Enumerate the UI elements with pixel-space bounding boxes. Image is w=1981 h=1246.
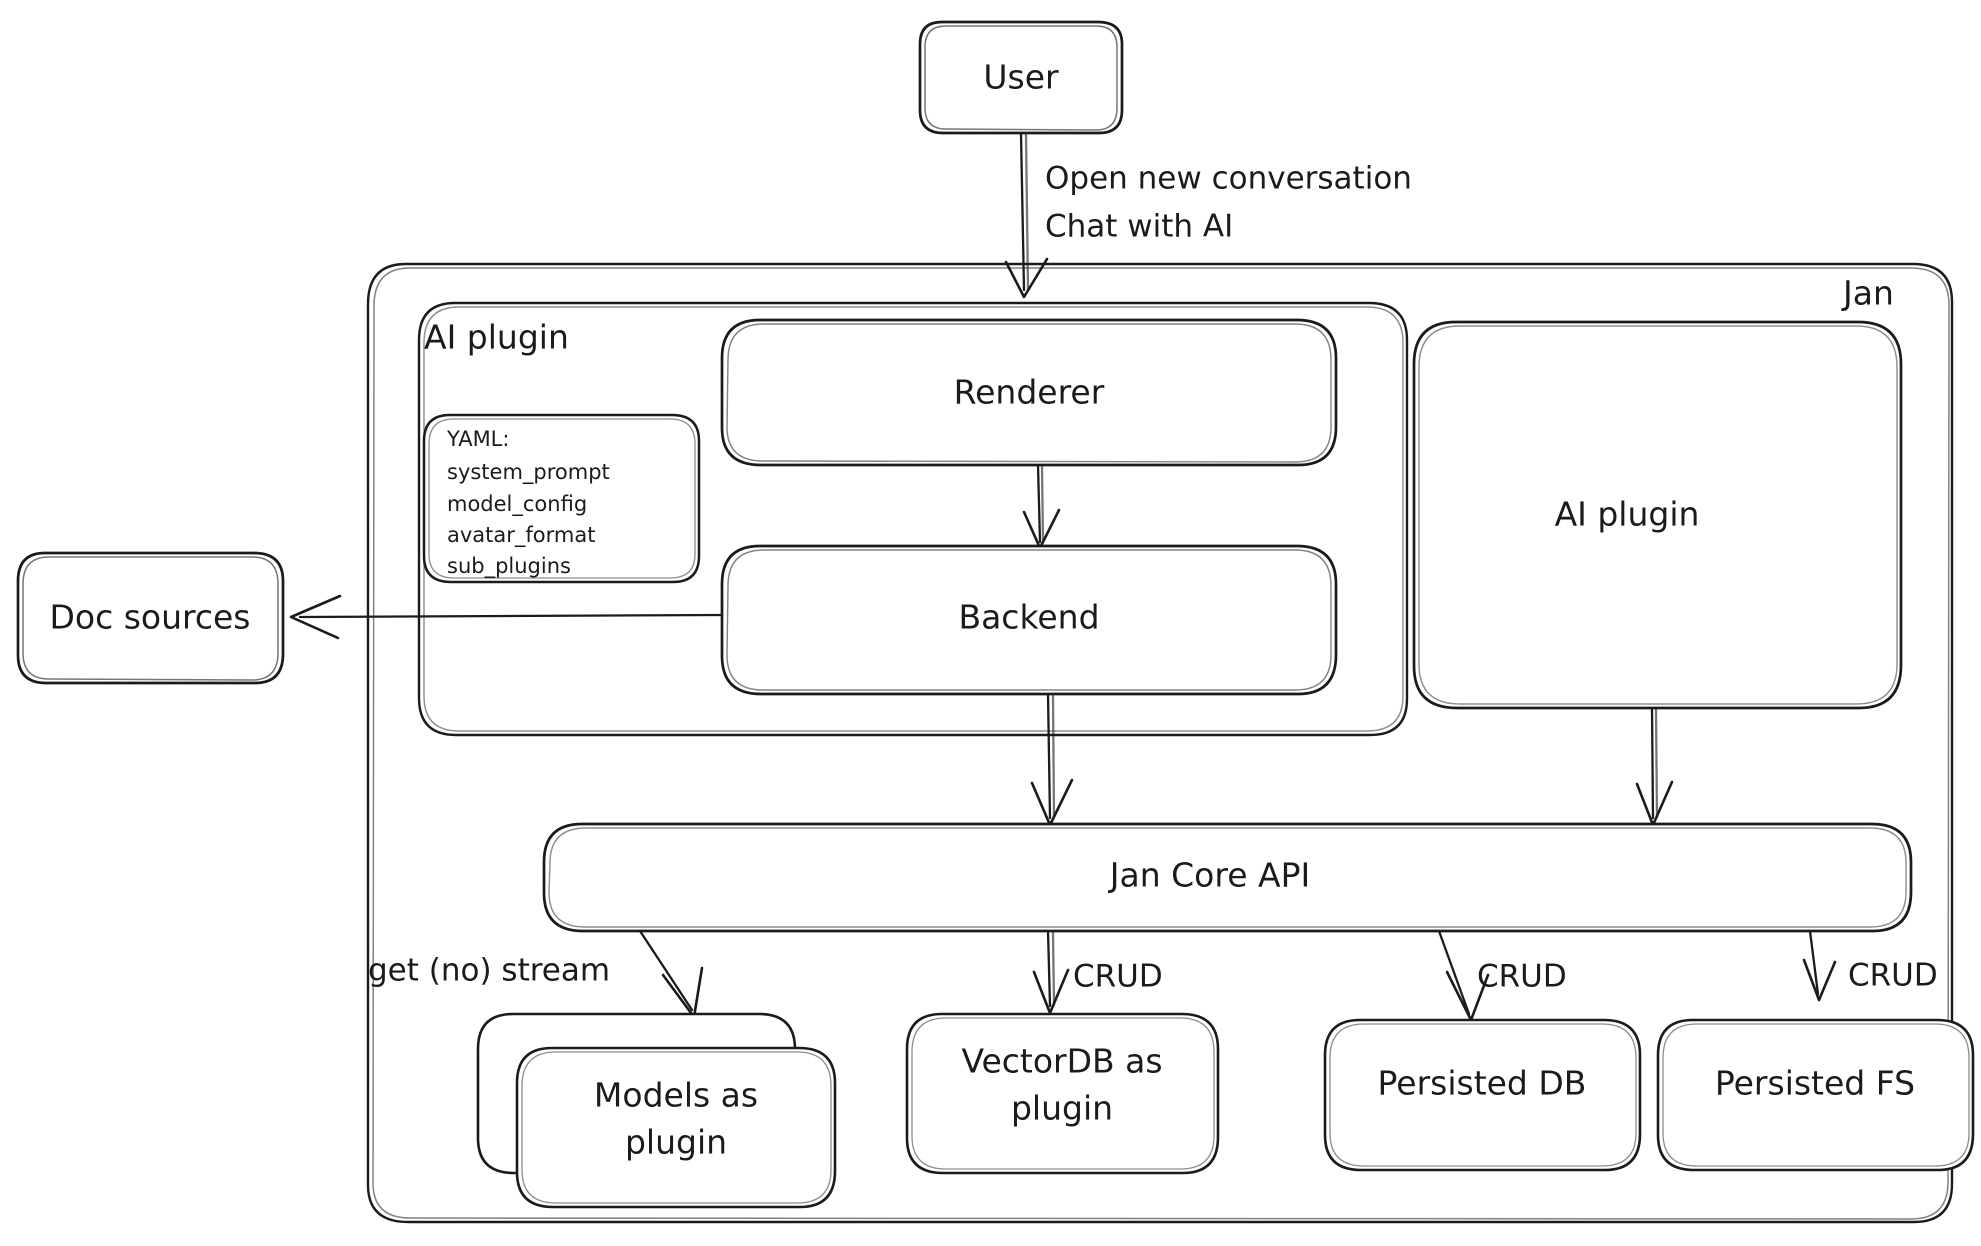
node-models-as-plugin[interactable]: Models as plugin: [476, 1012, 837, 1209]
yaml-note-box: YAML: system_prompt model_config avatar_…: [422, 413, 701, 584]
node-persisted-db[interactable]: Persisted DB: [1323, 1018, 1642, 1172]
node-user[interactable]: User: [918, 20, 1124, 135]
edge-core-api-to-persisted-fs: CRUD: [1802, 929, 1938, 1002]
edge-label-core-to-vectordb: CRUD: [1073, 959, 1163, 995]
node-persisted-fs[interactable]: Persisted FS: [1656, 1018, 1975, 1172]
edge-label-user-to-renderer-line2: Chat with AI: [1045, 209, 1233, 245]
edge-user-to-renderer: Open new conversation Chat with AI: [1004, 131, 1412, 299]
node-models-as-plugin-label-line2: plugin: [625, 1123, 727, 1162]
container-jan-label: Jan: [1841, 274, 1894, 313]
edge-label-core-to-persisted-fs: CRUD: [1848, 958, 1938, 994]
edge-label-core-to-persisted-db: CRUD: [1477, 959, 1567, 995]
node-vectordb-as-plugin-label-line2: plugin: [1011, 1089, 1113, 1128]
node-doc-sources[interactable]: Doc sources: [16, 551, 285, 685]
edge-backend-to-doc-sources: [289, 594, 724, 640]
edge-core-api-to-models: get (no) stream: [368, 929, 704, 1019]
node-vectordb-as-plugin[interactable]: VectorDB as plugin: [905, 1012, 1220, 1175]
node-user-label: User: [983, 58, 1059, 97]
yaml-note-item-3: sub_plugins: [447, 554, 571, 579]
node-persisted-db-label: Persisted DB: [1378, 1064, 1587, 1103]
yaml-note-item-2: avatar_format: [447, 523, 595, 548]
node-doc-sources-label: Doc sources: [49, 598, 250, 637]
node-models-as-plugin-label-line1: Models as: [594, 1076, 758, 1115]
edge-label-user-to-renderer-line1: Open new conversation: [1045, 161, 1412, 197]
node-jan-core-api[interactable]: Jan Core API: [542, 822, 1913, 933]
yaml-note-item-1: model_config: [447, 492, 587, 517]
yaml-note-heading: YAML:: [446, 427, 509, 451]
node-renderer[interactable]: Renderer: [720, 318, 1338, 467]
container-ai-plugin-group-label: AI plugin: [424, 318, 569, 357]
node-renderer-label: Renderer: [954, 373, 1105, 412]
node-persisted-fs-label: Persisted FS: [1715, 1064, 1915, 1103]
node-vectordb-as-plugin-label-line1: VectorDB as: [961, 1042, 1162, 1081]
node-backend[interactable]: Backend: [720, 544, 1338, 696]
node-backend-label: Backend: [958, 598, 1099, 637]
node-jan-core-api-label: Jan Core API: [1108, 856, 1310, 895]
node-ai-plugin-box[interactable]: AI plugin: [1412, 320, 1903, 710]
node-ai-plugin-box-label: AI plugin: [1555, 495, 1700, 534]
yaml-note-item-0: system_prompt: [447, 460, 610, 485]
edge-label-core-to-models: get (no) stream: [368, 953, 610, 989]
